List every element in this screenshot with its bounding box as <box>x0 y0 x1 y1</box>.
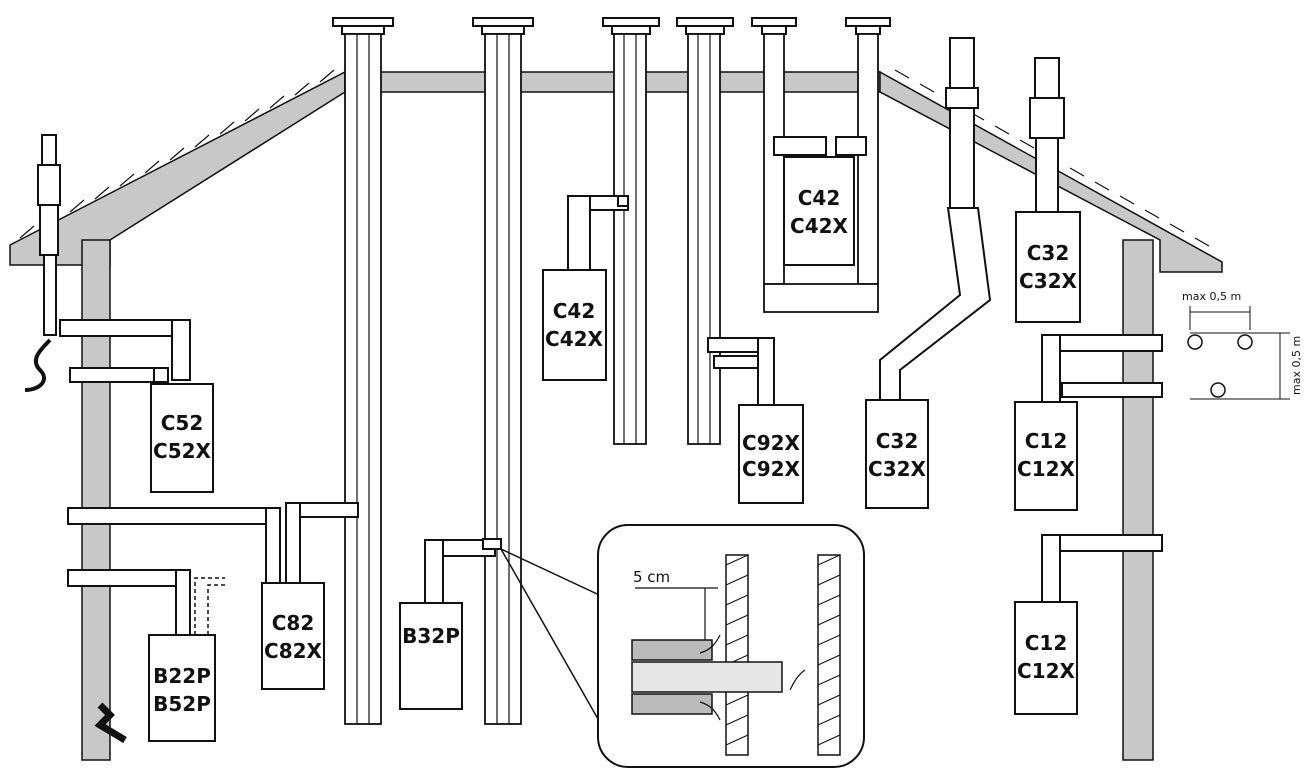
c32-mid-label-1: C32 <box>876 429 919 453</box>
vertical-spacing-label: max 0,5 m <box>1290 336 1303 395</box>
c82-pipes <box>67 502 359 584</box>
c12-upper-pipes <box>1041 334 1163 406</box>
c12-lower-pipes <box>1041 534 1163 606</box>
c52-boiler <box>150 383 214 493</box>
c42-left-boiler <box>542 269 607 381</box>
c92-boiler <box>738 404 804 504</box>
b32-boiler <box>399 602 463 710</box>
ceiling-beam <box>344 71 881 93</box>
c42-top-label-1: C42 <box>798 186 841 210</box>
c32-right-pipes <box>1029 57 1065 213</box>
c92-label-1: C92X <box>742 431 801 455</box>
b22-label-2: B52P <box>153 692 211 716</box>
shaft-1 <box>332 17 394 725</box>
left-roof-terminal <box>24 134 61 392</box>
c52-label-1: C52 <box>161 411 204 435</box>
c52-label-2: C52X <box>153 439 212 463</box>
chimney-shafts <box>332 17 891 725</box>
left-wall <box>81 239 111 761</box>
detail-distance-label: 5 cm <box>633 568 670 586</box>
horizontal-spacing-label: max 0,5 m <box>1182 290 1241 303</box>
c42-top-label-2: C42X <box>790 214 849 238</box>
shaft-5 <box>751 17 891 313</box>
c12-lower-label-1: C12 <box>1025 631 1068 655</box>
c82-label-1: C82 <box>272 611 315 635</box>
c12-upper-boiler <box>1014 401 1078 511</box>
c12-lower-boiler <box>1014 601 1078 715</box>
terminal-spacing-diagram <box>1187 306 1290 400</box>
c32-right-label-1: C32 <box>1027 241 1070 265</box>
b22-label-1: B22P <box>153 664 211 688</box>
c32-right-label-2: C32X <box>1019 269 1078 293</box>
c92-label-2: C92X <box>742 457 801 481</box>
shaft-4 <box>676 17 734 445</box>
c42-left-pipes <box>567 195 629 271</box>
b32-label-1: B32P <box>402 624 460 648</box>
c32-mid-pipes <box>879 37 992 401</box>
c42-top-pipes <box>773 136 867 156</box>
shaft-3 <box>602 17 660 445</box>
detail-callout <box>597 524 865 768</box>
c12-upper-label-2: C12X <box>1017 457 1076 481</box>
c42-left-label-1: C42 <box>553 299 596 323</box>
right-wall <box>1122 239 1154 761</box>
c52-pipes <box>59 319 191 383</box>
c42-top-boiler <box>783 156 855 266</box>
c32-mid-label-2: C32X <box>868 457 927 481</box>
c12-lower-label-2: C12X <box>1017 659 1076 683</box>
b22-pipes <box>67 569 225 744</box>
c32-right-boiler <box>1015 211 1081 323</box>
b22-boiler <box>148 634 216 742</box>
b32-pipes <box>424 538 611 741</box>
c82-label-2: C82X <box>264 639 323 663</box>
c12-upper-label-1: C12 <box>1025 429 1068 453</box>
c82-boiler <box>261 582 325 690</box>
c32-mid-boiler <box>865 399 929 509</box>
shaft-2 <box>472 17 534 725</box>
c42-left-label-2: C42X <box>545 327 604 351</box>
